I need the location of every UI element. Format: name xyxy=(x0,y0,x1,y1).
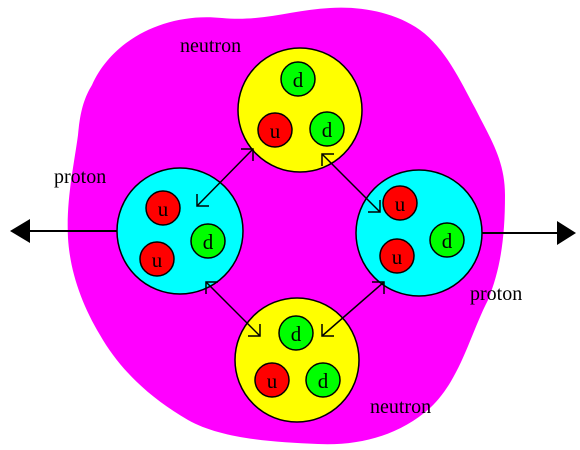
quark-bottom-1: d xyxy=(279,316,313,350)
neutron-top: d u d xyxy=(238,48,362,172)
proton-right: u u d xyxy=(356,170,482,296)
quark-bottom-2: u xyxy=(255,363,289,397)
quark-right-3: d xyxy=(430,223,464,257)
proton-left-label: proton xyxy=(54,166,106,188)
quark-top-1: d xyxy=(281,62,315,96)
proton-right-label: proton xyxy=(470,283,522,305)
quark-label: d xyxy=(291,322,302,346)
proton-left: u u d xyxy=(117,168,243,294)
quark-label: u xyxy=(395,192,406,216)
quark-top-2: u xyxy=(258,113,292,147)
quark-label: d xyxy=(442,229,453,253)
quark-label: d xyxy=(293,68,304,92)
neutron-bottom: d u d xyxy=(235,298,359,422)
quark-label: u xyxy=(267,369,278,393)
quark-label: d xyxy=(322,118,333,142)
quark-label: d xyxy=(318,369,329,393)
quark-top-3: d xyxy=(310,112,344,146)
quark-label: u xyxy=(152,248,163,272)
neutron-top-label: neutron xyxy=(180,35,241,57)
quark-label: u xyxy=(270,119,281,143)
quark-label: u xyxy=(392,245,403,269)
neutron-bottom-label: neutron xyxy=(370,396,431,418)
quark-bottom-3: d xyxy=(306,363,340,397)
quark-left-3: d xyxy=(191,224,225,258)
quark-label: u xyxy=(158,197,169,221)
quark-right-2: u xyxy=(380,239,414,273)
quark-left-1: u xyxy=(146,191,180,225)
quark-left-2: u xyxy=(140,242,174,276)
quark-label: d xyxy=(203,230,214,254)
quark-right-1: u xyxy=(383,186,417,220)
